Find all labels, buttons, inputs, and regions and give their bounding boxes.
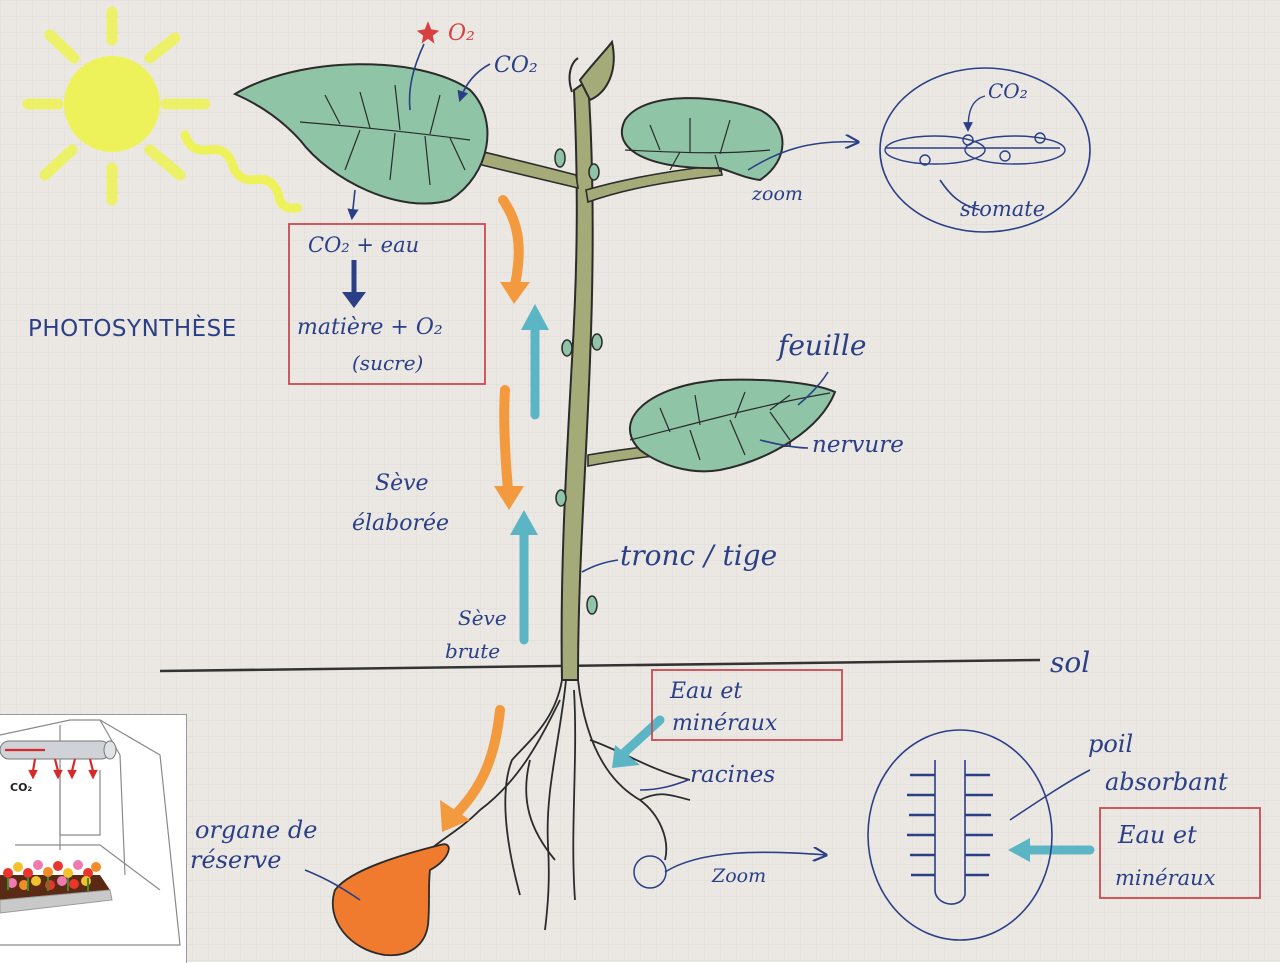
label-eau-mineraux-2: minéraux xyxy=(672,711,778,736)
label-racines: racines xyxy=(690,762,775,788)
label-zoom-top: zoom xyxy=(751,183,803,205)
label-nervure: nervure xyxy=(812,432,904,458)
greenhouse-icon: CO₂ xyxy=(0,715,186,963)
label-seve-elaboree-2: élaborée xyxy=(352,511,449,536)
label-photosynthesis: PHOTOSYNTHÈSE xyxy=(28,314,237,342)
label-o2: O₂ xyxy=(448,21,475,46)
label-tronc-tige: tronc / tige xyxy=(620,539,777,572)
inset-co2: CO₂ xyxy=(10,781,32,794)
label-eau-mineraux-3: Eau et xyxy=(1117,821,1197,849)
label-poil-1: poil xyxy=(1088,730,1133,758)
label-reactants: CO₂ + eau xyxy=(308,233,419,257)
label-co2-stomate: CO₂ xyxy=(988,79,1028,103)
label-co2-leaf: CO₂ xyxy=(494,53,538,78)
label-sugar: (sucre) xyxy=(352,351,423,375)
label-organe-2: réserve xyxy=(190,846,281,874)
label-organe-1: organe de xyxy=(195,816,317,844)
label-seve-brute-2: brute xyxy=(445,639,500,663)
label-eau-mineraux-1: Eau et xyxy=(669,679,742,704)
label-sol: sol xyxy=(1050,646,1090,679)
label-seve-brute-1: Sève xyxy=(458,606,507,630)
label-eau-mineraux-4: minéraux xyxy=(1115,866,1216,890)
label-seve-elaboree-1: Sève xyxy=(375,471,429,496)
label-feuille: feuille xyxy=(776,329,866,362)
label-products: matière + O₂ xyxy=(297,315,443,340)
label-zoom-bottom: Zoom xyxy=(711,865,766,887)
greenhouse-inset: CO₂ xyxy=(0,714,187,963)
label-poil-2: absorbant xyxy=(1105,768,1228,796)
label-stomate: stomate xyxy=(960,197,1045,221)
